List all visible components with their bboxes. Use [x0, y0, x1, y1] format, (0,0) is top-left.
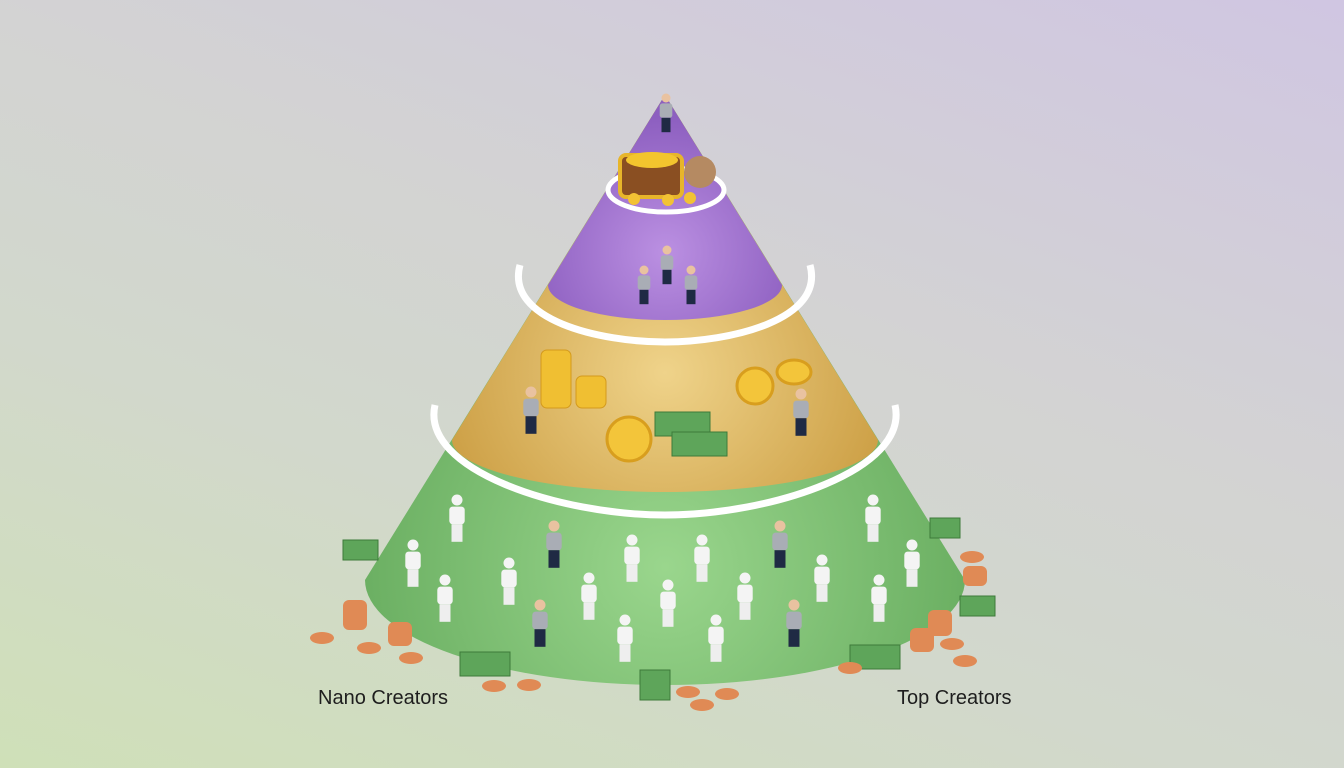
ring-divider [430, 404, 900, 519]
placeholder-figure [708, 614, 724, 662]
ring-divider [514, 264, 816, 346]
placeholder-figure [871, 574, 887, 622]
label-nano-creators: Nano Creators [318, 687, 449, 709]
creator-figure [546, 520, 562, 568]
creator-figure [772, 520, 788, 568]
creator-figure [660, 245, 674, 285]
dollar-coin-icon [735, 366, 775, 406]
creator-figure [532, 599, 548, 647]
placeholder-figure [437, 574, 453, 622]
creator-figure [637, 265, 651, 305]
placeholder-figure [449, 494, 465, 542]
coin-stack-icon [540, 349, 607, 409]
dollar-coin-icon [605, 415, 653, 463]
tier-top [548, 95, 782, 320]
dollar-coin-icon [775, 358, 813, 386]
creator-figure [684, 265, 698, 305]
creator-figure [793, 388, 809, 436]
treasure-chest-icon [618, 152, 716, 206]
placeholder-figure [865, 494, 881, 542]
placeholder-figure [624, 534, 640, 582]
placeholder-figure [617, 614, 633, 662]
label-top-creators: Top Creators [897, 687, 1012, 709]
creator-figure [659, 93, 673, 133]
placeholder-figure [904, 539, 920, 587]
people-group [405, 93, 920, 662]
placeholder-figure [660, 579, 676, 627]
placeholder-figure [501, 557, 517, 605]
placeholder-figure [405, 539, 421, 587]
placeholder-figure [694, 534, 710, 582]
placeholder-figure [814, 554, 830, 602]
placeholder-figure [737, 572, 753, 620]
placeholder-figure [581, 572, 597, 620]
creator-figure [786, 599, 802, 647]
creator-figure [523, 386, 539, 434]
copper-coins-icon [310, 551, 987, 711]
